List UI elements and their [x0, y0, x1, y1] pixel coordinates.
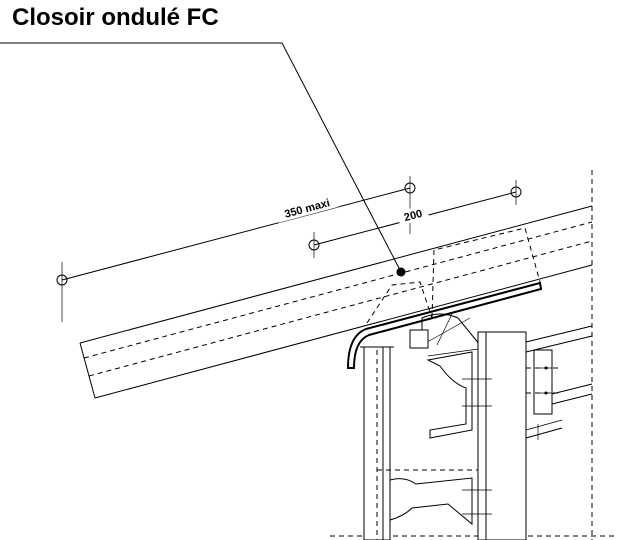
column-cap: [409, 329, 429, 349]
roof-sheet: [79, 205, 593, 399]
main-beam: [462, 331, 527, 540]
bolted-bracket: [526, 349, 560, 415]
title-leader: [0, 42, 406, 277]
dimension-200: 200: [308, 180, 522, 258]
secondary-beam: [525, 325, 593, 440]
closure-profile: [421, 313, 481, 346]
steel-column: [360, 346, 394, 540]
drawing-title: Closoir ondulé FC: [12, 4, 219, 31]
closure-flashing: [346, 281, 543, 369]
dimension-350-maxi: 350 maxi: [56, 176, 416, 322]
dimension-200-label: 200: [403, 208, 424, 224]
purlin-upper: [426, 348, 479, 439]
purlin-lower: [377, 469, 478, 526]
closure-hidden-outline: [366, 227, 541, 324]
